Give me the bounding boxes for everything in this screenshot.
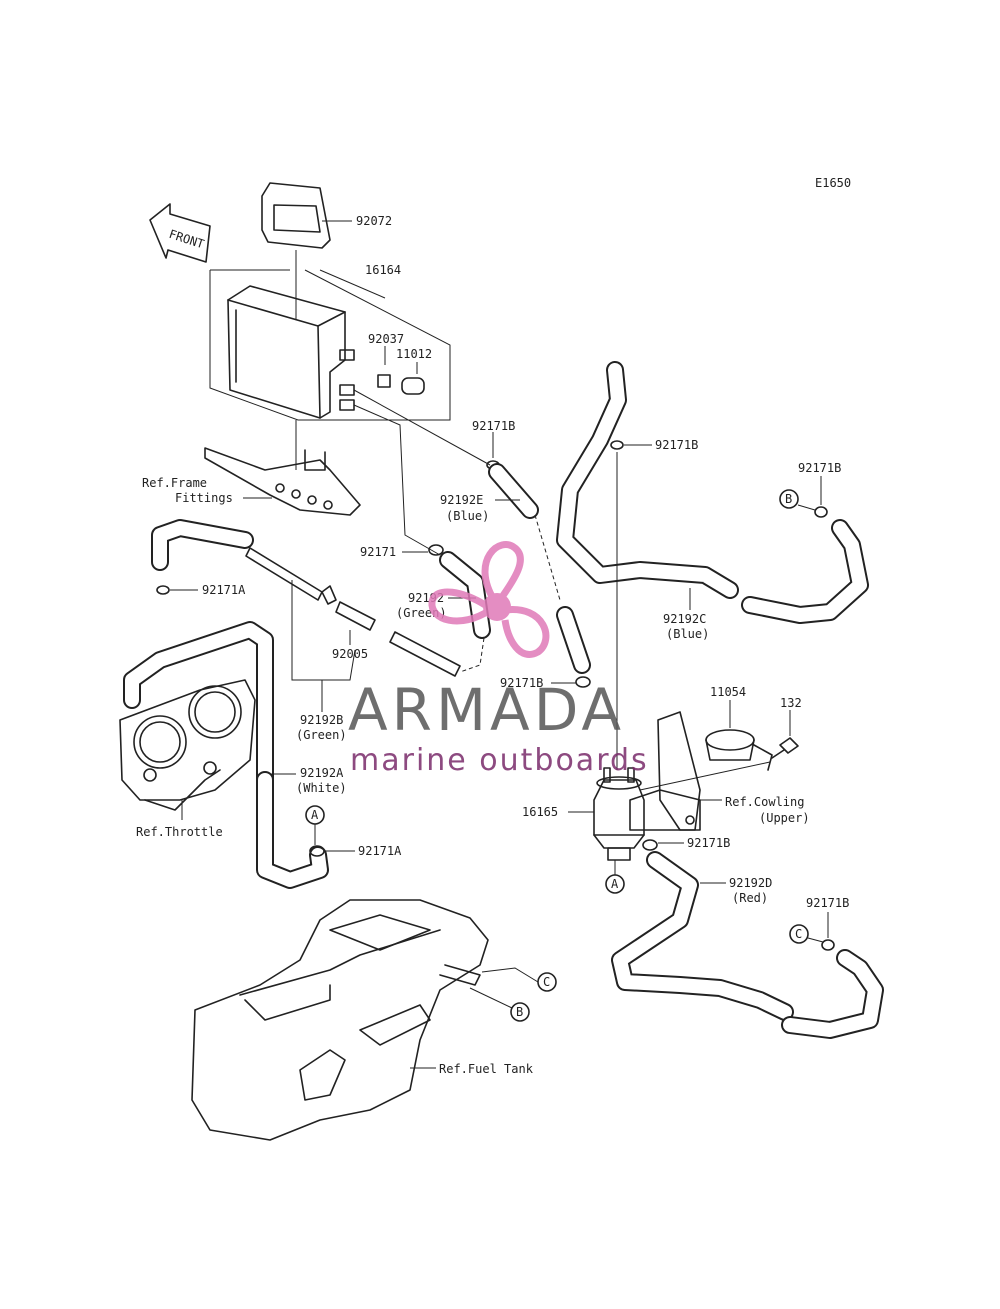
leader-tank-c: [481, 967, 539, 983]
clamp-92171: [428, 544, 444, 556]
label-92171B-d: 92171B: [798, 461, 841, 475]
label-92171B-f: 92171B: [806, 896, 849, 910]
label-132: 132: [780, 696, 802, 710]
watermark-tagline: marine outboards: [350, 743, 649, 778]
label-92192E: 92192E: [440, 493, 483, 507]
bracket-92072: [261, 182, 331, 249]
frame-fittings: [204, 447, 361, 516]
front-label: FRONT: [167, 227, 206, 251]
svg-text:B: B: [516, 1005, 523, 1019]
canister-16164: [227, 285, 355, 419]
marker-a-left: A: [305, 805, 325, 825]
clamp-92171A-bottom: [309, 845, 325, 857]
clamp-92171B-upper-right: [610, 440, 624, 450]
bolt-132: [771, 737, 799, 759]
label-92171B-b: 92171B: [500, 676, 543, 690]
clip-92037: [377, 374, 391, 388]
label-92192D: 92192D: [729, 876, 772, 890]
label-92192A-color: (White): [296, 781, 347, 795]
clamp-92171B-right: [814, 506, 828, 518]
svg-text:A: A: [611, 877, 619, 891]
throttle-body: [119, 621, 274, 811]
watermark-brand: ARMADA: [348, 676, 625, 744]
watermark: ARMADA marine outboards: [348, 541, 649, 778]
marker-a-right: A: [605, 874, 625, 894]
leader-canister-92192: [353, 404, 441, 556]
label-16164: 16164: [365, 263, 401, 277]
filter-16165: [593, 767, 645, 861]
svg-text:B: B: [785, 492, 792, 506]
diagram-code: E1650: [815, 176, 851, 190]
label-92005: 92005: [332, 647, 368, 661]
label-ref-cowling: Ref.Cowling: [725, 795, 804, 809]
label-92192E-color: (Blue): [446, 509, 489, 523]
label-92192B-color: (Green): [296, 728, 347, 742]
svg-text:C: C: [795, 927, 802, 941]
front-arrow-icon: FRONT: [149, 203, 211, 263]
label-ref-cowling-upper: (Upper): [759, 811, 810, 825]
dashed-92192: [459, 637, 485, 673]
label-ref-fuel-tank: Ref.Fuel Tank: [439, 1062, 534, 1076]
label-ref-frame: Ref.Frame: [142, 476, 207, 490]
clamp-92171A-top: [156, 585, 170, 595]
label-ref-throttle: Ref.Throttle: [136, 825, 223, 839]
leader-filter-cowling: [639, 761, 771, 791]
label-11054: 11054: [710, 685, 746, 699]
leader-marker-c-right: [807, 937, 824, 943]
label-92037: 92037: [368, 332, 404, 346]
fuel-tank: [191, 899, 489, 1141]
tube-92192B-cap: [321, 585, 337, 605]
label-92192D-color: (Red): [732, 891, 768, 905]
propeller-logo-icon: [428, 541, 550, 658]
label-92171B-e: 92171B: [687, 836, 730, 850]
marker-c-right: C: [789, 924, 809, 944]
label-92171A-a: 92171A: [202, 583, 246, 597]
tube-92192B-upper: [245, 547, 323, 601]
tube-92192B-lower: [389, 631, 461, 677]
label-92171B-c: 92171B: [655, 438, 698, 452]
svg-text:C: C: [543, 975, 550, 989]
label-92192B: 92192B: [300, 713, 343, 727]
label-92072: 92072: [356, 214, 392, 228]
label-92171B-a: 92171B: [472, 419, 515, 433]
label-92192A: 92192A: [300, 766, 344, 780]
connector-92005: [335, 601, 376, 631]
marker-b-tank: B: [510, 1002, 530, 1022]
marker-c-tank: C: [537, 972, 557, 992]
leader-92192B-bracket: [291, 580, 356, 681]
label-92192C-color: (Blue): [666, 627, 709, 641]
cowling-bracket: [629, 711, 701, 831]
clamp-92171B-mid: [575, 676, 591, 688]
clamp-92171B-filter: [642, 839, 658, 851]
svg-text:A: A: [311, 808, 319, 822]
label-92171A-b: 92171A: [358, 844, 402, 858]
leader-marker-b-right: [797, 504, 816, 511]
label-92171: 92171: [360, 545, 396, 559]
label-16165: 16165: [522, 805, 558, 819]
label-ref-frame-fittings: Fittings: [175, 491, 233, 505]
clamp-92171B-lower-right: [821, 939, 835, 951]
label-11012: 11012: [396, 347, 432, 361]
leader-canister-92192E: [353, 389, 491, 466]
label-92192C: 92192C: [663, 612, 706, 626]
leader-16164: [319, 269, 386, 299]
hose-92192A: [256, 771, 329, 889]
marker-b-right: B: [779, 489, 799, 509]
leader-tank-b: [469, 987, 513, 1009]
dashed-92192E: [534, 514, 561, 601]
cap-11012: [401, 377, 425, 395]
band-11054: [705, 729, 773, 771]
group-box-16164: [209, 269, 451, 421]
